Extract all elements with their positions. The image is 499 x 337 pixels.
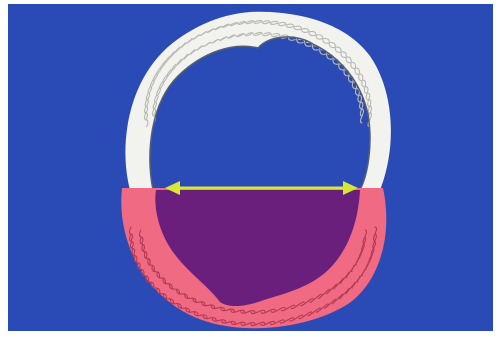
cross-section-diagram xyxy=(8,4,493,331)
diagram-panel xyxy=(8,4,493,331)
